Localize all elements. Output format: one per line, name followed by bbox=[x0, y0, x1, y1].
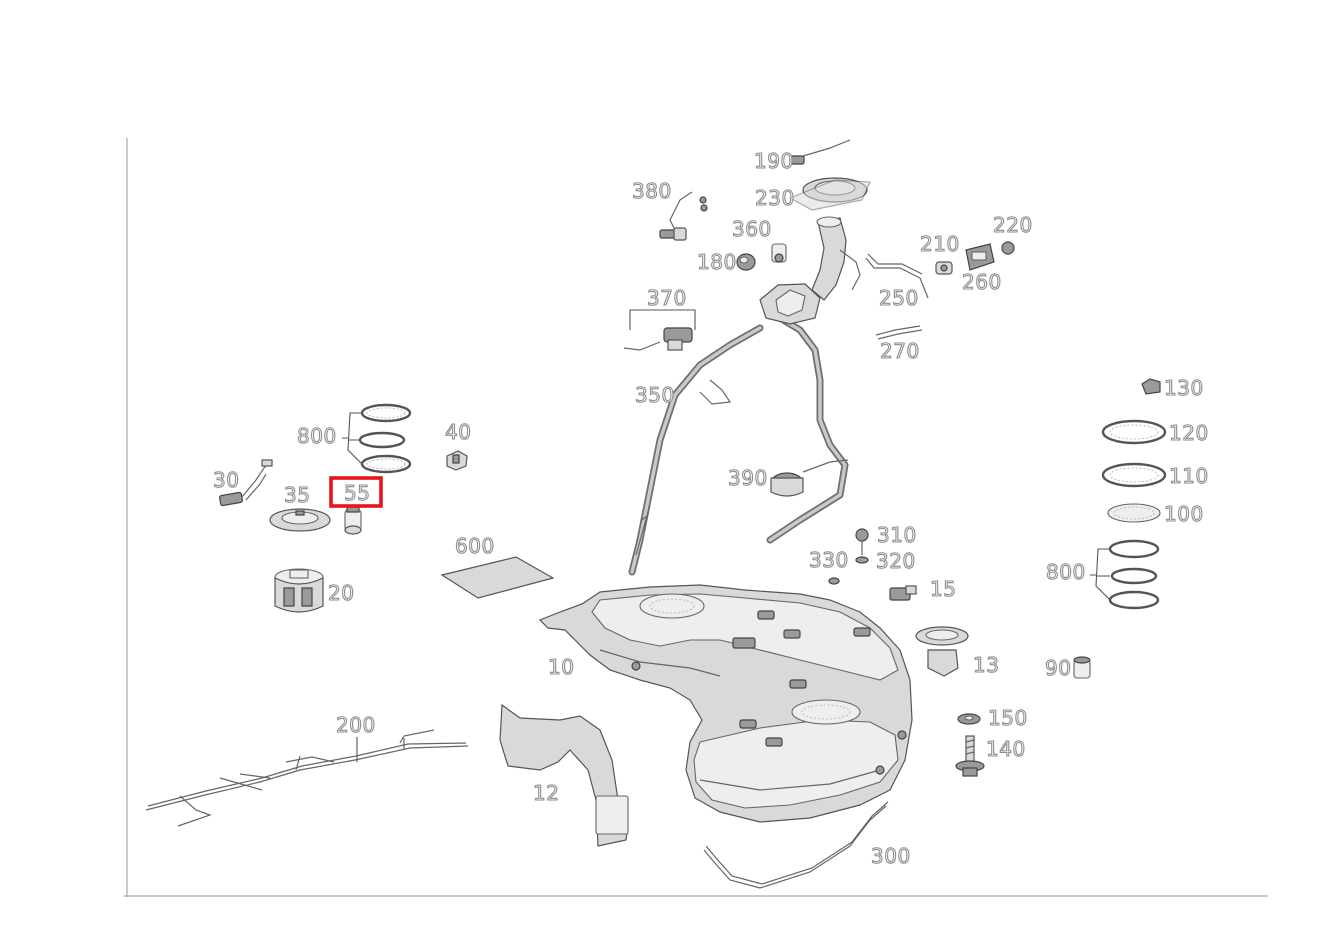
label-150[interactable]: 150 bbox=[987, 705, 1028, 730]
part-350-filler-pipe[interactable] bbox=[628, 314, 849, 576]
label-180[interactable]: 180 bbox=[696, 249, 737, 274]
part-220-fastener[interactable] bbox=[1001, 241, 1015, 255]
label-120[interactable]: 120 bbox=[1168, 420, 1209, 445]
part-12-heat-shield[interactable] bbox=[499, 703, 629, 847]
label-250[interactable]: 250 bbox=[878, 285, 919, 310]
part-13-pump-module[interactable] bbox=[915, 626, 969, 677]
part-120-lock-ring[interactable] bbox=[1101, 419, 1167, 445]
label-15[interactable]: 15 bbox=[929, 576, 956, 601]
label-800-right[interactable]: 800 bbox=[1045, 559, 1086, 584]
part-150-washer[interactable] bbox=[957, 713, 981, 725]
part-210-clip[interactable] bbox=[935, 261, 953, 275]
label-220[interactable]: 220 bbox=[992, 212, 1033, 237]
part-330-nut[interactable] bbox=[828, 577, 840, 585]
diagram-frame bbox=[124, 138, 1268, 897]
label-12[interactable]: 12 bbox=[532, 780, 559, 805]
label-380[interactable]: 380 bbox=[631, 178, 672, 203]
label-130[interactable]: 130 bbox=[1163, 375, 1204, 400]
label-800-left[interactable]: 800 bbox=[296, 423, 337, 448]
label-230[interactable]: 230 bbox=[754, 185, 795, 210]
label-100[interactable]: 100 bbox=[1163, 501, 1204, 526]
label-320[interactable]: 320 bbox=[875, 548, 916, 573]
part-200-line-harness[interactable] bbox=[145, 729, 469, 827]
part-130-clip[interactable] bbox=[1141, 378, 1161, 395]
label-350[interactable]: 350 bbox=[634, 382, 675, 407]
part-390-damper[interactable] bbox=[770, 459, 849, 497]
part-270-line[interactable] bbox=[875, 325, 923, 340]
label-210[interactable]: 210 bbox=[919, 231, 960, 256]
label-190[interactable]: 190 bbox=[753, 148, 794, 173]
label-140[interactable]: 140 bbox=[985, 736, 1026, 761]
label-370[interactable]: 370 bbox=[646, 285, 687, 310]
part-110-seal-ring[interactable] bbox=[1101, 462, 1167, 488]
part-55-valve[interactable] bbox=[344, 505, 362, 535]
part-35-flange[interactable] bbox=[269, 508, 331, 532]
part-360-valve[interactable] bbox=[771, 243, 787, 263]
label-20[interactable]: 20 bbox=[327, 580, 354, 605]
part-230-filler-housing[interactable] bbox=[788, 177, 871, 211]
part-40-clip[interactable] bbox=[446, 450, 468, 471]
part-30-connector[interactable] bbox=[219, 459, 273, 507]
label-310[interactable]: 310 bbox=[876, 522, 917, 547]
label-260[interactable]: 260 bbox=[961, 269, 1002, 294]
part-140-bolt[interactable] bbox=[955, 735, 985, 777]
callout-labels: 190 230 380 360 180 210 220 260 250 370 … bbox=[212, 148, 1209, 868]
part-100-gasket[interactable] bbox=[1107, 503, 1161, 523]
label-390[interactable]: 390 bbox=[727, 465, 768, 490]
part-800-left-seal-set[interactable] bbox=[342, 403, 412, 474]
label-10[interactable]: 10 bbox=[547, 654, 574, 679]
part-300-line[interactable] bbox=[703, 801, 889, 889]
label-40[interactable]: 40 bbox=[444, 419, 471, 444]
part-380-vent-valve[interactable] bbox=[659, 191, 708, 241]
part-250-line[interactable] bbox=[865, 253, 929, 299]
part-310-fitting[interactable] bbox=[855, 528, 869, 555]
part-20-fuel-pump[interactable] bbox=[274, 568, 324, 613]
highlight-box-55 bbox=[329, 476, 383, 508]
label-35[interactable]: 35 bbox=[283, 482, 310, 507]
label-30[interactable]: 30 bbox=[212, 467, 239, 492]
part-180-grommet[interactable] bbox=[736, 253, 756, 271]
part-320-washer[interactable] bbox=[855, 556, 869, 564]
label-55[interactable]: 55 bbox=[343, 480, 370, 505]
label-300[interactable]: 300 bbox=[870, 843, 911, 868]
part-260-module[interactable] bbox=[965, 243, 995, 271]
part-370-sensor[interactable] bbox=[623, 309, 696, 351]
label-360[interactable]: 360 bbox=[731, 216, 772, 241]
part-10-fuel-tank[interactable] bbox=[538, 584, 913, 823]
label-200[interactable]: 200 bbox=[335, 712, 376, 737]
label-270[interactable]: 270 bbox=[879, 338, 920, 363]
part-800-right-seal-set[interactable] bbox=[1090, 539, 1160, 610]
filler-neck-assembly bbox=[759, 216, 861, 325]
label-90[interactable]: 90 bbox=[1044, 655, 1071, 680]
label-13[interactable]: 13 bbox=[972, 652, 999, 677]
part-90-valve[interactable] bbox=[1073, 656, 1091, 679]
part-600-mat[interactable] bbox=[440, 556, 555, 599]
part-190-cap-tether[interactable] bbox=[789, 139, 851, 165]
label-330[interactable]: 330 bbox=[808, 547, 849, 572]
part-15-connector[interactable] bbox=[889, 585, 917, 601]
label-600[interactable]: 600 bbox=[454, 533, 495, 558]
label-110[interactable]: 110 bbox=[1168, 463, 1209, 488]
